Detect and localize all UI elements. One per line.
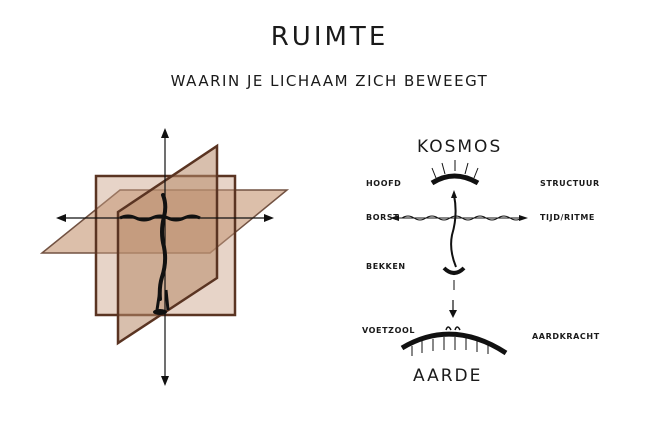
left-arrow-icon <box>56 214 66 222</box>
chest-wave <box>401 215 523 221</box>
label-structuur: STRUCTUUR <box>540 179 600 188</box>
chest-left-arrow-icon <box>390 215 399 221</box>
cosmos-arrows <box>431 160 479 179</box>
figure-legs <box>155 289 170 311</box>
cosmos-arc <box>430 173 480 186</box>
label-borst: BORST <box>366 213 400 222</box>
earth-arrows <box>411 337 489 356</box>
pelvis-arc <box>442 266 466 275</box>
label-hoofd: HOOFD <box>366 179 402 188</box>
shoulder-wave <box>119 214 201 222</box>
spine-line <box>450 194 457 268</box>
right-arrow-icon <box>264 214 274 222</box>
sagittal-plane <box>116 143 219 346</box>
down-arrow-icon <box>161 376 169 386</box>
label-aardkracht: AARDKRACHT <box>532 332 600 341</box>
foot-down-arrow-icon <box>449 310 457 318</box>
label-bekken: BEKKEN <box>366 262 406 271</box>
page-title: RUIMTE <box>270 22 389 52</box>
up-arrow-icon <box>161 128 169 138</box>
earth-arc <box>400 331 508 356</box>
aarde-label: AARDE <box>413 366 483 386</box>
spine-up-arrow-icon <box>451 190 457 198</box>
figure-foot <box>153 309 167 315</box>
figure-body <box>157 193 168 301</box>
foot-cups <box>445 326 461 331</box>
label-tijd-ritme: TIJD/RITME <box>540 213 595 222</box>
label-voetzool: VOETZOOL <box>362 326 416 335</box>
page-subtitle: WAARIN JE LICHAAM ZICH BEWEEGT <box>170 72 489 90</box>
kosmos-label: KOSMOS <box>417 137 503 157</box>
chest-right-arrow-icon <box>519 215 528 221</box>
